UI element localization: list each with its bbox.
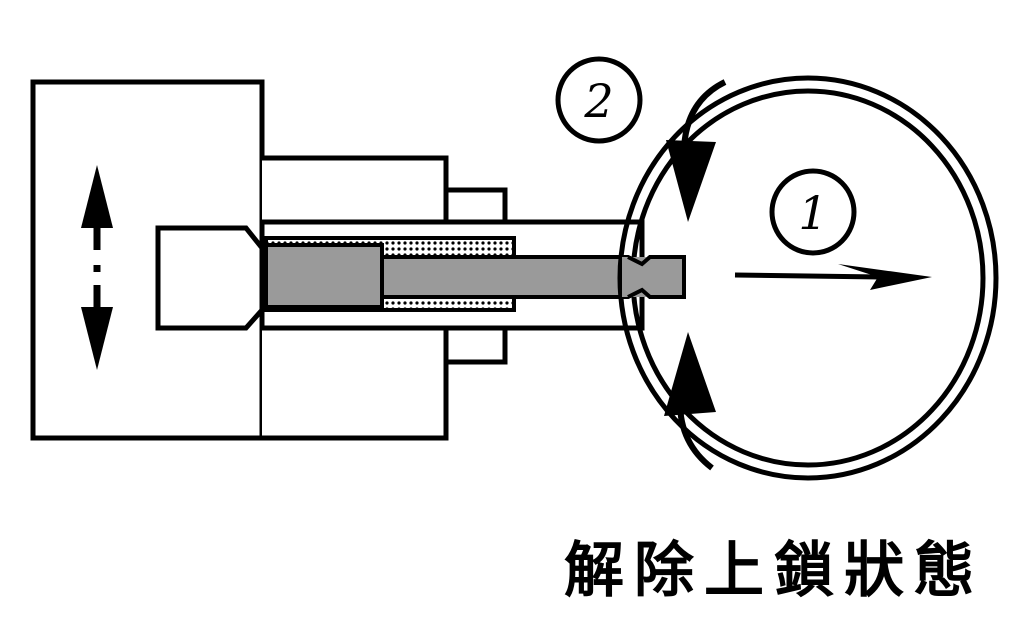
body-upper xyxy=(262,155,449,225)
marker-1-label: 1 xyxy=(798,186,827,240)
rod-tip-outline xyxy=(627,255,684,299)
piston-head xyxy=(264,243,384,309)
double-headed-vertical-arrow-icon xyxy=(81,165,113,370)
nut-upper xyxy=(443,187,508,225)
unlocked-state-caption: 解除上鎖狀態 xyxy=(564,536,984,606)
rotation-arrow-icon xyxy=(664,79,727,471)
housing-plug xyxy=(155,225,265,331)
marker-2: 2 xyxy=(555,56,643,144)
nut-lower xyxy=(443,325,508,365)
wheel-entry-gap xyxy=(622,257,682,297)
body-lower xyxy=(262,325,449,441)
marker-2-label: 2 xyxy=(583,74,613,128)
arrow-right-icon xyxy=(734,264,932,290)
marker-1: 1 xyxy=(769,168,857,256)
